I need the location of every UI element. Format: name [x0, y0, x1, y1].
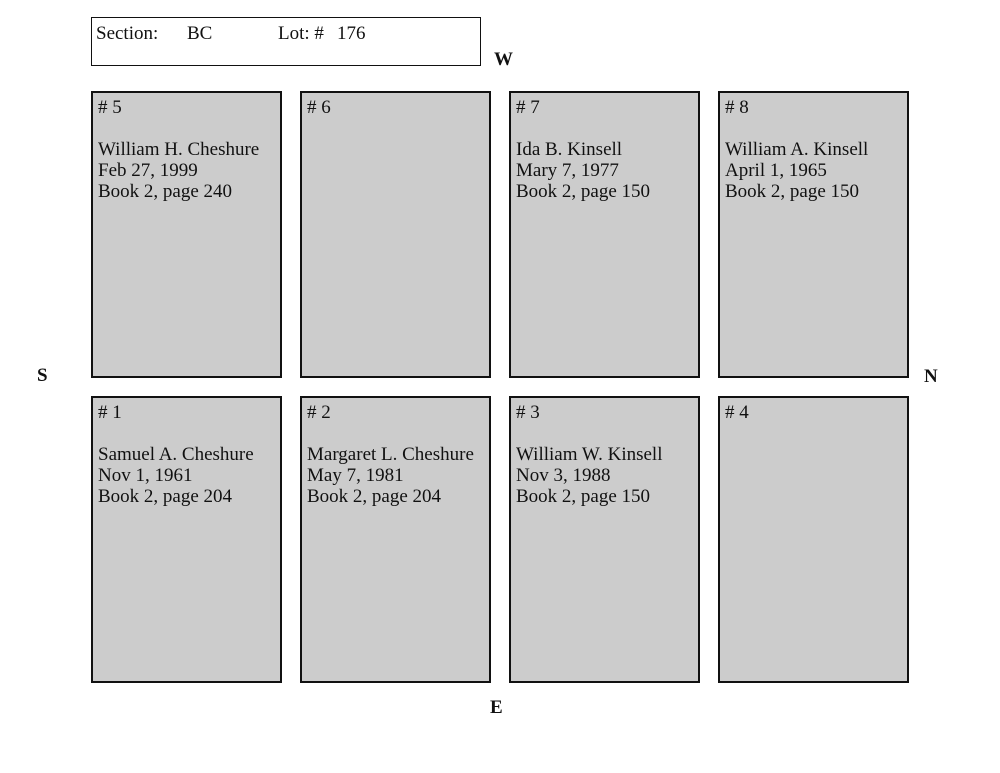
plot-3: # 3 William W. Kinsell Nov 3, 1988 Book … [509, 396, 700, 683]
plot-number: # 3 [516, 402, 540, 423]
plot-number: # 8 [725, 97, 749, 118]
plot-number: # 2 [307, 402, 331, 423]
plot-date: Mary 7, 1977 [516, 160, 619, 181]
plot-6: # 6 [300, 91, 491, 378]
compass-east: E [490, 697, 503, 718]
plot-date: Nov 1, 1961 [98, 465, 193, 486]
plot-date: April 1, 1965 [725, 160, 827, 181]
plot-name: William H. Cheshure [98, 139, 260, 160]
plot-date: May 7, 1981 [307, 465, 404, 486]
compass-north: N [924, 366, 938, 387]
plot-number: # 4 [725, 402, 749, 423]
plot-7: # 7 Ida B. Kinsell Mary 7, 1977 Book 2, … [509, 91, 700, 378]
plot-name: Margaret L. Cheshure [307, 444, 474, 465]
compass-south: S [37, 365, 48, 386]
plot-4: # 4 [718, 396, 909, 683]
plot-date: Nov 3, 1988 [516, 465, 611, 486]
plot-record: Book 2, page 150 [516, 181, 651, 202]
plot-number: # 6 [307, 97, 331, 118]
plot-2: # 2 Margaret L. Cheshure May 7, 1981 Boo… [300, 396, 491, 683]
plot-record: Book 2, page 150 [725, 181, 860, 202]
plot-record: Book 2, page 150 [516, 486, 651, 507]
plot-name: William W. Kinsell [516, 444, 663, 465]
plot-name: Ida B. Kinsell [516, 139, 623, 160]
plot-name: William A. Kinsell [725, 139, 869, 160]
plot-5: # 5 William H. Cheshure Feb 27, 1999 Boo… [91, 91, 282, 378]
section-value: BC [187, 23, 213, 44]
plot-number: # 7 [516, 97, 540, 118]
lot-label: Lot: # [278, 23, 324, 44]
plot-8: # 8 William A. Kinsell April 1, 1965 Boo… [718, 91, 909, 378]
plot-1: # 1 Samuel A. Cheshure Nov 1, 1961 Book … [91, 396, 282, 683]
plot-date: Feb 27, 1999 [98, 160, 198, 181]
plot-name: Samuel A. Cheshure [98, 444, 254, 465]
compass-west: W [494, 49, 513, 70]
section-label: Section: [96, 23, 159, 44]
plot-record: Book 2, page 204 [98, 486, 233, 507]
plot-number: # 1 [98, 402, 122, 423]
plot-number: # 5 [98, 97, 122, 118]
plot-record: Book 2, page 204 [307, 486, 442, 507]
lot-header: Section: BC Lot: # 176 [91, 17, 481, 66]
plot-record: Book 2, page 240 [98, 181, 233, 202]
lot-value: 176 [337, 23, 366, 44]
